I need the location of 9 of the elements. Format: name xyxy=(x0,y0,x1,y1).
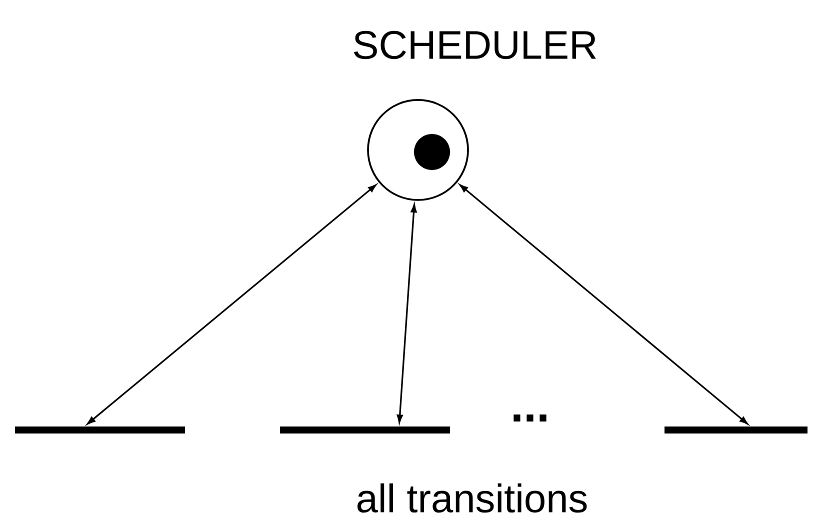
transition-bar xyxy=(15,426,185,434)
transition-bar xyxy=(664,426,808,434)
arrow xyxy=(460,184,748,424)
arrow xyxy=(87,184,376,424)
ellipsis: ... xyxy=(514,414,546,422)
caption-text: all transitions xyxy=(357,483,587,513)
arrow xyxy=(396,204,417,423)
node-label: SCHEDULER xyxy=(354,30,596,60)
transition-bar xyxy=(280,426,450,434)
